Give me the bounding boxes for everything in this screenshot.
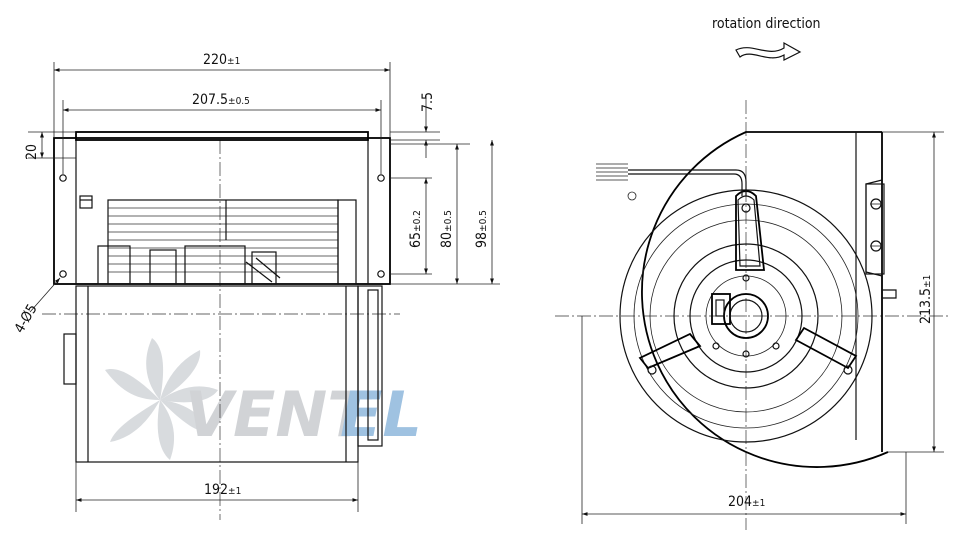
watermark-text-main: VENT (185, 378, 374, 451)
front-view: 220±1 207.5±0.5 7.5 20 65±0.2 80±0.5 98±… (12, 52, 500, 520)
dim-flange-offset: 7.5 (420, 92, 436, 112)
dim-mid-height: 80±0.5 (439, 210, 455, 248)
rotation-arrow-icon (735, 41, 802, 61)
rotation-direction-label: rotation direction (712, 16, 821, 32)
dim-flange-hole-pitch: 207.5±0.5 (192, 92, 250, 108)
dim-inner-height: 65±0.2 (408, 210, 424, 248)
dim-overall-width: 220±1 (203, 52, 240, 68)
flange-holes (59, 174, 385, 278)
dim-holes: 4-Ø5 (12, 302, 41, 336)
watermark-text-accent: EL (340, 378, 422, 451)
cable-wires (596, 163, 628, 181)
dim-housing-width: 192±1 (204, 482, 241, 498)
side-view: rotation direction (555, 16, 950, 530)
dim-outer-height: 98±0.5 (474, 210, 490, 248)
dim-side-height: 213.5±1 (918, 275, 934, 324)
fan-logo-icon (105, 338, 218, 460)
ventel-watermark: VENT EL (105, 338, 422, 460)
motor-fins (108, 207, 338, 273)
dim-side-width: 204±1 (728, 494, 765, 510)
dim-top-offset: 20 (24, 144, 40, 160)
